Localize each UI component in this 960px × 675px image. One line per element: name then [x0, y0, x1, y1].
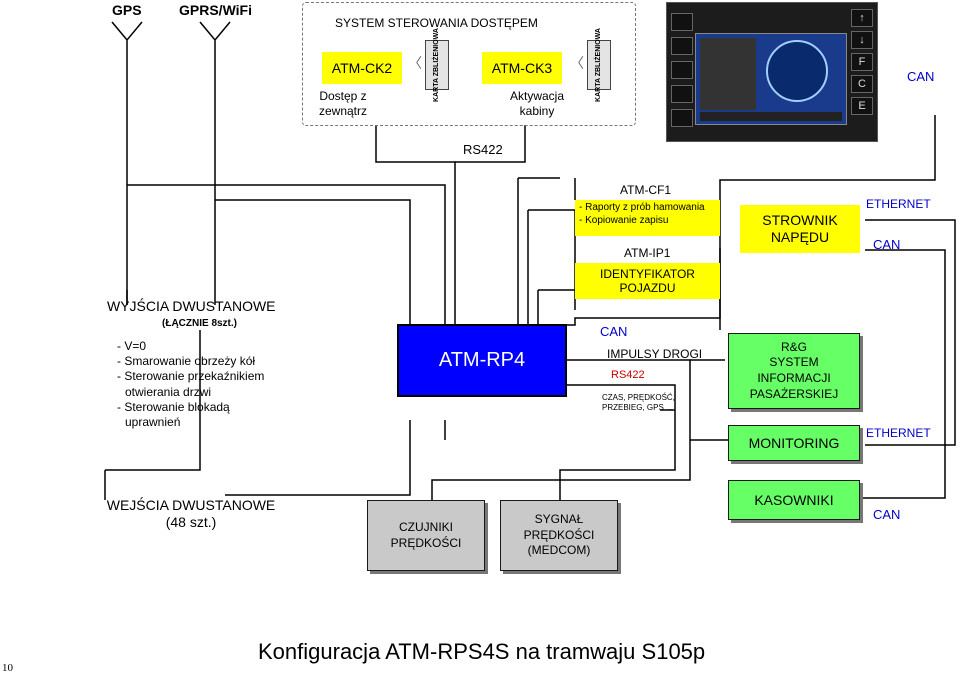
inputs-label: WEJŚCIA DWUSTANOWE (48 szt.)	[96, 497, 286, 531]
display-bottom-bar	[700, 112, 842, 121]
rg-passenger-info-box: R&G SYSTEM INFORMACJI PASAŻERSKIEJ	[728, 333, 860, 409]
card-1-label: KARTA ZBLIŻENIOWA	[433, 28, 441, 102]
signal-line-2: PRĘDKOŚCI	[523, 527, 595, 542]
atm-rp4-label: ATM-RP4	[438, 349, 526, 371]
impulses-label: IMPULSY DROGI	[607, 347, 703, 361]
gps-label: GPS	[112, 2, 142, 18]
outputs-list: - V=0 - Smarowanie obrzeży kół - Sterowa…	[117, 339, 264, 430]
speedometer-gauge	[766, 40, 828, 102]
output-item: - Sterowanie przekaźnikiem	[117, 369, 265, 384]
gprs-label: GPRS/WiFi	[179, 2, 252, 18]
rfid-signal-icon-1: 〈	[408, 55, 422, 71]
panel-button-left-3[interactable]	[671, 61, 693, 79]
access-control-frame	[302, 2, 636, 126]
cf1-line-2: - Kopiowanie zapisu	[579, 214, 669, 226]
can-label-right-top: CAN	[873, 237, 901, 252]
display-screen	[695, 33, 847, 125]
rg-line-4: PASAŻERSKIEJ	[749, 386, 839, 401]
data-line-2: PRZEBIEG, GPS ...	[602, 403, 673, 413]
atm-ck2-box: ATM-CK2	[322, 52, 402, 84]
output-item: otwierania drzwi	[125, 384, 212, 399]
output-item: - V=0	[117, 339, 147, 353]
card-2-label: KARTA ZBLIŻENIOWA	[595, 28, 603, 102]
drive-line-2: NAPĘDU	[770, 229, 830, 245]
monitoring-label: MONITORING	[748, 435, 840, 451]
panel-button-left-2[interactable]	[671, 37, 693, 55]
sensors-line-2: PRĘDKOŚCI	[390, 535, 462, 550]
display-left-panel	[700, 38, 756, 110]
rg-line-3: INFORMACJI	[757, 371, 831, 385]
cab-activation-label: Aktywacja kabiny	[499, 89, 575, 119]
output-item: uprawnień	[125, 415, 181, 430]
outside-line-1: Dostęp z	[319, 89, 367, 103]
speed-signal-box: SYGNAŁ PRĘDKOŚCI (MEDCOM)	[500, 500, 618, 571]
panel-button-left-1[interactable]	[671, 13, 693, 31]
driver-display-panel: ↑ ↓ F C E	[666, 2, 878, 142]
inputs-line-1: WEJŚCIA DWUSTANOWE	[106, 497, 276, 513]
rfid-signal-icon-2: 〈	[570, 55, 584, 71]
drive-line-1: STROWNIK	[762, 211, 838, 228]
panel-button-left-5[interactable]	[671, 109, 693, 127]
panel-button-left-4[interactable]	[671, 85, 693, 103]
ip1-line-2: POJAZDU	[619, 281, 676, 295]
cab-line-2: kabiny	[519, 104, 555, 118]
sensors-line-1: CZUJNIKI	[399, 519, 453, 534]
access-title: SYSTEM STEROWANIA DOSTĘPEM	[335, 16, 538, 30]
ticket-validators-box: KASOWNIKI	[728, 480, 860, 520]
display-can-label: CAN	[907, 69, 935, 84]
ip1-title: ATM-IP1	[624, 246, 671, 260]
data-line-1: CZAS, PRĘDKOŚĆ,	[602, 393, 675, 402]
drive-controller-box: STROWNIK NAPĘDU	[740, 205, 860, 253]
cf1-line-1: - Raporty z prób hamowania	[579, 202, 705, 213]
rs422-mid-label: RS422	[611, 369, 645, 381]
panel-button-e[interactable]: E	[851, 97, 873, 115]
panel-button-up[interactable]: ↑	[851, 9, 873, 27]
rg-line-1: R&G	[780, 339, 807, 354]
cf1-title: ATM-CF1	[620, 183, 672, 197]
page-title: Konfiguracja ATM-RPS4S na tramwaju S105p	[258, 639, 706, 664]
ethernet-label-top: ETHERNET	[866, 197, 931, 211]
signal-line-3: (MEDCOM)	[527, 543, 591, 558]
outputs-title: WYJŚCIA DWUSTANOWE	[107, 298, 276, 314]
inputs-line-2: (48 szt.)	[165, 513, 217, 530]
outside-line-2: zewnątrz	[318, 104, 368, 118]
atm-rp4-box: ATM-RP4	[397, 324, 567, 397]
outside-access-label: Dostęp z zewnątrz	[310, 89, 376, 119]
can-label-mid: CAN	[600, 324, 628, 339]
output-item: - Sterowanie blokadą	[117, 399, 230, 414]
ethernet-label-bottom: ETHERNET	[866, 426, 931, 440]
ticket-validators-label: KASOWNIKI	[754, 492, 834, 508]
monitoring-box: MONITORING	[728, 425, 860, 461]
atm-ck3-label: ATM-CK3	[491, 60, 553, 76]
page-number: 10	[2, 662, 13, 674]
cf1-box: - Raporty z prób hamowania - Kopiowanie …	[575, 200, 720, 236]
speed-sensors-box: CZUJNIKI PRĘDKOŚCI	[367, 500, 485, 571]
atm-ck3-box: ATM-CK3	[482, 52, 562, 84]
atm-ck2-label: ATM-CK2	[331, 60, 393, 76]
panel-button-down[interactable]: ↓	[851, 31, 873, 49]
signal-line-1: SYGNAŁ	[534, 512, 584, 527]
ip1-box: IDENTYFIKATOR POJAZDU	[575, 263, 720, 299]
card-reader-2: KARTA ZBLIŻENIOWA	[587, 28, 611, 102]
output-item: - Smarowanie obrzeży kół	[117, 354, 256, 369]
rg-line-2: SYSTEM	[769, 355, 819, 370]
ip1-line-1: IDENTYFIKATOR	[600, 266, 695, 281]
data-description: CZAS, PRĘDKOŚĆ, PRZEBIEG, GPS ...	[602, 393, 675, 414]
card-reader-1: KARTA ZBLIŻENIOWA	[425, 28, 449, 102]
panel-button-c[interactable]: C	[851, 75, 873, 93]
can-label-bottom: CAN	[873, 507, 901, 522]
cab-line-1: Aktywacja	[509, 89, 565, 103]
panel-button-f[interactable]: F	[851, 53, 873, 71]
rs422-top-label: RS422	[463, 142, 503, 157]
outputs-count: (ŁĄCZNIE 8szt.)	[162, 318, 237, 329]
